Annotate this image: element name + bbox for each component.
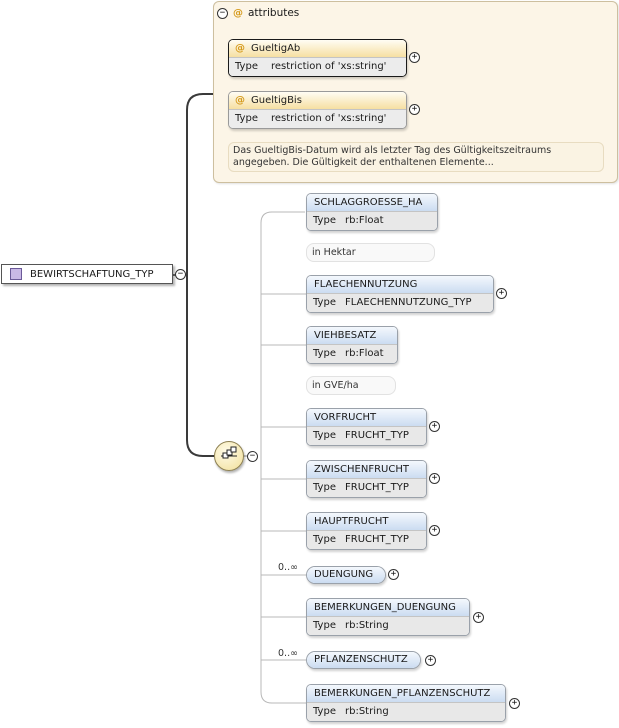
root-label: BEWIRTSCHAFTUNG_TYP <box>30 268 154 280</box>
type-value: FRUCHT_TYP <box>345 430 409 441</box>
attributes-header[interactable]: − @ attributes <box>217 7 299 19</box>
element-flaechennutzung[interactable]: FLAECHENNUTZUNG Type FLAECHENNUTZUNG_TYP <box>306 275 494 313</box>
attribute-name: GueltigAb <box>251 43 301 54</box>
at-sign-icon: @ <box>235 95 245 106</box>
attributes-collapse-icon[interactable]: − <box>217 7 228 19</box>
hauptfrucht-expand-icon[interactable]: + <box>429 525 440 536</box>
root-collapse-icon[interactable]: − <box>175 269 186 280</box>
element-bemerkungen-pflanzenschutz[interactable]: BEMERKUNGEN_PFLANZENSCHUTZ Type rb:String <box>306 684 506 722</box>
element-name: SCHLAGGROESSE_HA <box>307 194 437 211</box>
type-label: Type <box>313 430 336 441</box>
element-name: FLAECHENNUTZUNG <box>307 276 493 293</box>
type-label: Type <box>313 215 336 226</box>
type-value: restriction of 'xs:string' <box>271 61 387 72</box>
root-complex-type[interactable]: BEWIRTSCHAFTUNG_TYP <box>1 264 173 284</box>
type-value: rb:Float <box>345 348 384 359</box>
element-hauptfrucht[interactable]: HAUPTFRUCHT Type FRUCHT_TYP <box>306 512 427 550</box>
element-name: DUENGUNG <box>307 567 385 583</box>
type-value: restriction of 'xs:string' <box>271 113 387 124</box>
complex-type-icon <box>10 268 22 280</box>
flaechennutzung-expand-icon[interactable]: + <box>496 288 507 299</box>
element-duengung[interactable]: DUENGUNG <box>306 566 386 584</box>
element-vorfrucht[interactable]: VORFRUCHT Type FRUCHT_TYP <box>306 408 427 446</box>
element-bemerkungen-duengung[interactable]: BEMERKUNGEN_DUENGUNG Type rb:String <box>306 598 470 636</box>
vorfrucht-expand-icon[interactable]: + <box>429 421 440 432</box>
element-name: HAUPTFRUCHT <box>307 513 426 530</box>
type-label: Type <box>313 706 336 717</box>
type-value: FRUCHT_TYP <box>345 482 409 493</box>
viehbesatz-annotation: in GVE/ha <box>306 376 396 395</box>
sequence-collapse-icon[interactable]: − <box>247 451 258 462</box>
type-value: rb:String <box>345 620 389 631</box>
type-label: Type <box>313 620 336 631</box>
element-name: BEMERKUNGEN_DUENGUNG <box>307 599 469 616</box>
gueltigbis-annotation: Das GueltigBis-Datum wird als letzter Ta… <box>228 142 604 172</box>
type-label: Type <box>313 348 336 359</box>
attribute-name: GueltigBis <box>251 95 302 106</box>
sequence-compositor[interactable] <box>214 441 244 471</box>
element-schlaggroesse-ha[interactable]: SCHLAGGROESSE_HA Type rb:Float <box>306 193 438 231</box>
schlaggroesse-annotation: in Hektar <box>306 243 435 262</box>
type-label: Type <box>313 534 336 545</box>
duengung-cardinality: 0..∞ <box>278 562 298 573</box>
element-pflanzenschutz[interactable]: PFLANZENSCHUTZ <box>306 651 421 669</box>
type-value: rb:String <box>345 706 389 717</box>
sequence-compositor-icon <box>221 446 237 459</box>
pflanzenschutz-cardinality: 0..∞ <box>278 648 298 659</box>
type-value: rb:Float <box>345 215 384 226</box>
type-value: FRUCHT_TYP <box>345 534 409 545</box>
element-name: VIEHBESATZ <box>307 327 397 344</box>
bemerkungen-duengung-expand-icon[interactable]: + <box>473 612 484 623</box>
type-label: Type <box>235 113 258 124</box>
attributes-label: attributes <box>248 7 300 19</box>
element-viehbesatz[interactable]: VIEHBESATZ Type rb:Float <box>306 326 398 364</box>
gueltigbis-expand-icon[interactable]: + <box>409 104 420 115</box>
duengung-expand-icon[interactable]: + <box>388 569 399 580</box>
type-value: FLAECHENNUTZUNG_TYP <box>345 297 472 308</box>
element-name: VORFRUCHT <box>307 409 426 426</box>
gueltigab-expand-icon[interactable]: + <box>409 52 420 63</box>
pflanzenschutz-expand-icon[interactable]: + <box>425 655 436 666</box>
element-zwischenfrucht[interactable]: ZWISCHENFRUCHT Type FRUCHT_TYP <box>306 460 427 498</box>
zwischenfrucht-expand-icon[interactable]: + <box>429 473 440 484</box>
at-sign-icon: @ <box>233 7 243 19</box>
element-name: ZWISCHENFRUCHT <box>307 461 426 478</box>
element-name: PFLANZENSCHUTZ <box>307 652 420 668</box>
bemerkungen-pflanzenschutz-expand-icon[interactable]: + <box>509 698 520 709</box>
attribute-gueltigab[interactable]: @ GueltigAb Type restriction of 'xs:string… <box>228 39 407 77</box>
annotation-line: angegeben. Die Gültigkeit der enthaltene… <box>233 157 494 168</box>
attribute-gueltigbis[interactable]: @ GueltigBis Type restriction of 'xs:strin… <box>228 91 407 129</box>
type-label: Type <box>313 482 336 493</box>
element-name: BEMERKUNGEN_PFLANZENSCHUTZ <box>307 685 505 702</box>
type-label: Type <box>235 61 258 72</box>
annotation-line: Das GueltigBis-Datum wird als letzter Ta… <box>233 145 552 156</box>
at-sign-icon: @ <box>235 43 245 54</box>
type-label: Type <box>313 297 336 308</box>
